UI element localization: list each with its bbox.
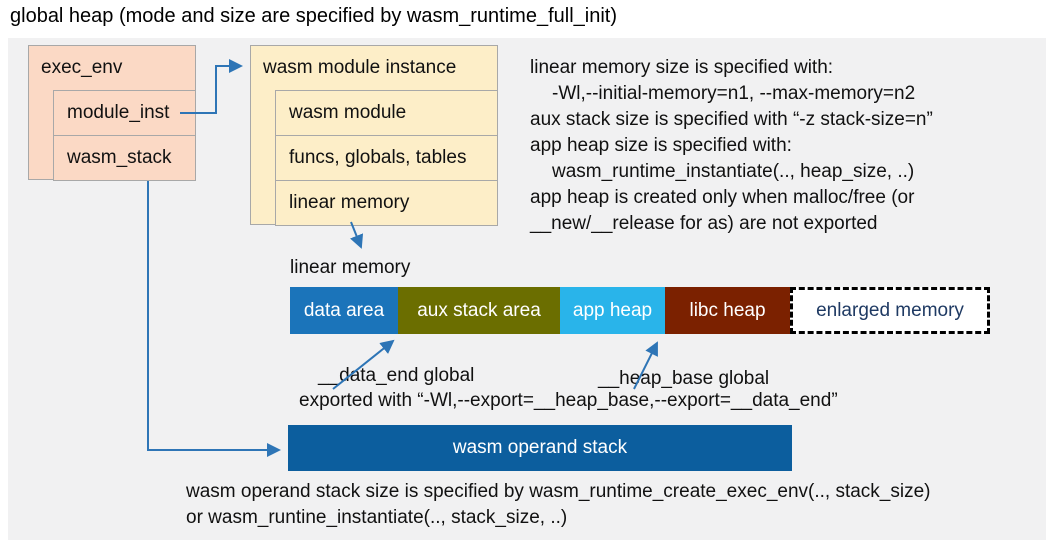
wasm-operand-stack-bar: wasm operand stack [288, 425, 792, 471]
operand-stack-notes: wasm operand stack size is specified by … [186, 479, 1046, 531]
exec-env-label: exec_env [41, 57, 123, 78]
wasm-module-row: wasm module [275, 90, 498, 136]
note-line: wasm operand stack size is specified by … [186, 481, 931, 502]
export-flags-label: exported with “-Wl,--export=__heap_base,… [299, 390, 838, 411]
module-inst-row: module_inst [53, 90, 196, 136]
linear-memory-bar: data area aux stack area app heap libc h… [290, 287, 990, 334]
note-line: aux stack size is specified with “-z sta… [530, 109, 933, 130]
note-line: app heap size is specified with: [530, 135, 792, 156]
enlarged-memory-segment: enlarged memory [790, 287, 990, 334]
note-line: __new/__release for as) are not exported [530, 213, 878, 234]
libc-heap-segment: libc heap [665, 287, 790, 334]
memory-size-notes: linear memory size is specified with: -W… [530, 55, 1045, 237]
page-title: global heap (mode and size are specified… [10, 5, 617, 27]
note-line: app heap is created only when malloc/fre… [530, 187, 915, 208]
linear-memory-row: linear memory [275, 180, 498, 226]
wasm-stack-row: wasm_stack [53, 135, 196, 181]
note-line: or wasm_runtine_instantiate(.., stack_si… [186, 507, 568, 528]
note-line: linear memory size is specified with: [530, 57, 834, 78]
data-area-segment: data area [290, 287, 398, 334]
app-heap-segment: app heap [560, 287, 665, 334]
note-line: wasm_runtime_instantiate(.., heap_size, … [552, 161, 915, 182]
funcs-globals-tables-row: funcs, globals, tables [275, 135, 498, 181]
heap-base-global-label: __heap_base global [598, 368, 770, 389]
wasm-module-instance-label: wasm module instance [263, 57, 457, 78]
linear-memory-label: linear memory [290, 257, 411, 278]
note-line: -Wl,--initial-memory=n1, --max-memory=n2 [552, 83, 916, 104]
aux-stack-area-segment: aux stack area [398, 287, 560, 334]
data-end-global-label: __data_end global [318, 365, 475, 386]
